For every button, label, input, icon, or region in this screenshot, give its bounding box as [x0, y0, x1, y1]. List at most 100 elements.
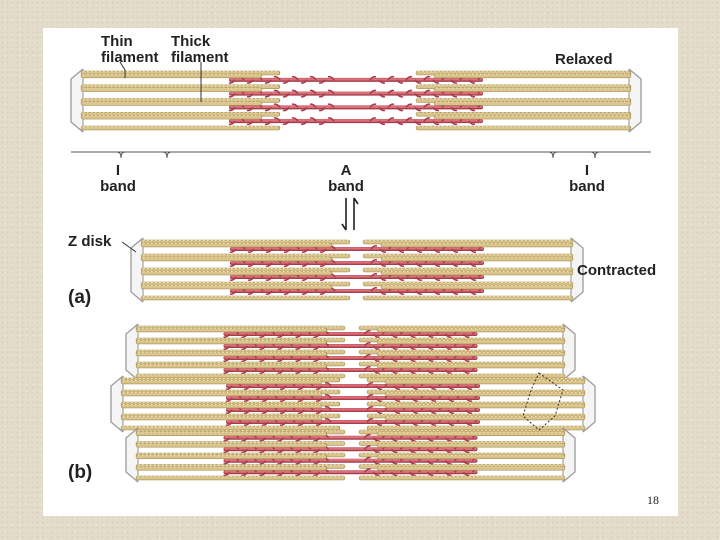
myosin-head [408, 345, 416, 350]
myosin-head [375, 409, 383, 414]
myosin-head [225, 421, 233, 426]
myosin-head [277, 333, 285, 338]
myosin-head [243, 385, 251, 390]
thick-filament [223, 330, 479, 338]
z-disk-right [562, 427, 576, 483]
myosin-head [405, 89, 413, 95]
myosin-head [426, 437, 434, 442]
thin-filament-left [140, 256, 333, 262]
myosin-head [363, 456, 371, 462]
myosin-head [243, 421, 251, 426]
thin-filament-right [380, 270, 574, 276]
myosin-head [462, 437, 470, 442]
myosin-head [241, 357, 249, 362]
myosin-head [318, 120, 326, 126]
myosin-head [295, 471, 303, 477]
thin-filament-right [380, 284, 574, 290]
myosin-head [241, 345, 249, 350]
myosin-head [375, 397, 383, 402]
myosin-head [277, 471, 285, 477]
myosin-head [390, 369, 398, 374]
thin-filament-right [384, 403, 586, 409]
myosin-head [327, 117, 335, 122]
myosin-head [313, 437, 321, 442]
myosin-head [468, 106, 476, 112]
myosin-head [246, 106, 254, 112]
myosin-head [411, 421, 419, 426]
myosin-head [283, 290, 291, 295]
z-disk-right [570, 237, 584, 303]
thin-filament-right [376, 327, 566, 333]
myosin-head [450, 120, 458, 126]
myosin-head [297, 385, 305, 390]
myosin-head [327, 75, 335, 81]
myosin-head [246, 93, 254, 98]
myosin-head [414, 106, 422, 112]
thin-filament-right [380, 242, 574, 248]
myosin-head [273, 75, 281, 81]
myosin-head [366, 382, 374, 387]
myosin-head [390, 448, 398, 454]
myosin-head [228, 93, 236, 98]
myosin-head [426, 448, 434, 454]
myosin-head [444, 333, 452, 338]
thin-filament-right [362, 281, 574, 287]
myosin-head [315, 385, 323, 390]
myosin-head [279, 421, 287, 426]
myosin-head [451, 262, 459, 267]
myosin-head [370, 273, 378, 278]
thin-filament-left [140, 284, 333, 290]
myosin-head [327, 103, 335, 108]
myosin-head [393, 421, 401, 426]
myosin-head [414, 79, 422, 84]
myosin-head [372, 471, 380, 477]
z-disk-left [125, 323, 139, 381]
myosin-head [313, 471, 321, 477]
myosin-head [372, 437, 380, 442]
myosin-head [405, 75, 413, 81]
myosin-head [363, 330, 371, 335]
z-disk-left [130, 237, 144, 303]
z-disk-label: Z disk [68, 233, 112, 250]
thin-filament-left [120, 425, 341, 431]
myosin-head [261, 397, 269, 402]
myosin-head [261, 421, 269, 426]
thin-filament-left [80, 114, 263, 120]
thin-filament-right [376, 363, 566, 369]
myosin-head [462, 333, 470, 338]
myosin-head [300, 93, 308, 98]
myosin-head [444, 369, 452, 374]
myosin-head [372, 369, 380, 374]
thick-filament [229, 287, 486, 295]
thin-filament-left [135, 443, 328, 448]
thin-filament-left [140, 253, 351, 259]
myosin-head [363, 445, 371, 450]
myosin-head [411, 409, 419, 414]
myosin-head [309, 103, 317, 108]
sarcomere-diagram [70, 61, 651, 483]
thin-filament-left [80, 101, 263, 106]
thin-filament-left [140, 295, 351, 301]
z-disk-right [582, 375, 596, 433]
myosin-head [415, 290, 423, 295]
myosin-head [273, 103, 281, 108]
myofibril-upper [125, 323, 576, 381]
myosin-head [372, 448, 380, 454]
myosin-head [241, 437, 249, 442]
myosin-head [450, 79, 458, 84]
page-number: 18 [647, 493, 659, 507]
myosin-head [300, 120, 308, 126]
thick-filament [228, 117, 485, 126]
myosin-head [387, 75, 395, 81]
myosin-head [462, 471, 470, 477]
myosin-head [369, 75, 377, 81]
thin-filament-left [135, 363, 328, 369]
thin-filament-right [358, 373, 566, 379]
myosin-head [313, 345, 321, 350]
myosin-head [264, 79, 272, 84]
myosin-head [265, 276, 273, 281]
myosin-head [229, 262, 237, 267]
myosin-head [375, 421, 383, 426]
myosin-head [414, 120, 422, 126]
thin-filament-left [120, 403, 323, 409]
